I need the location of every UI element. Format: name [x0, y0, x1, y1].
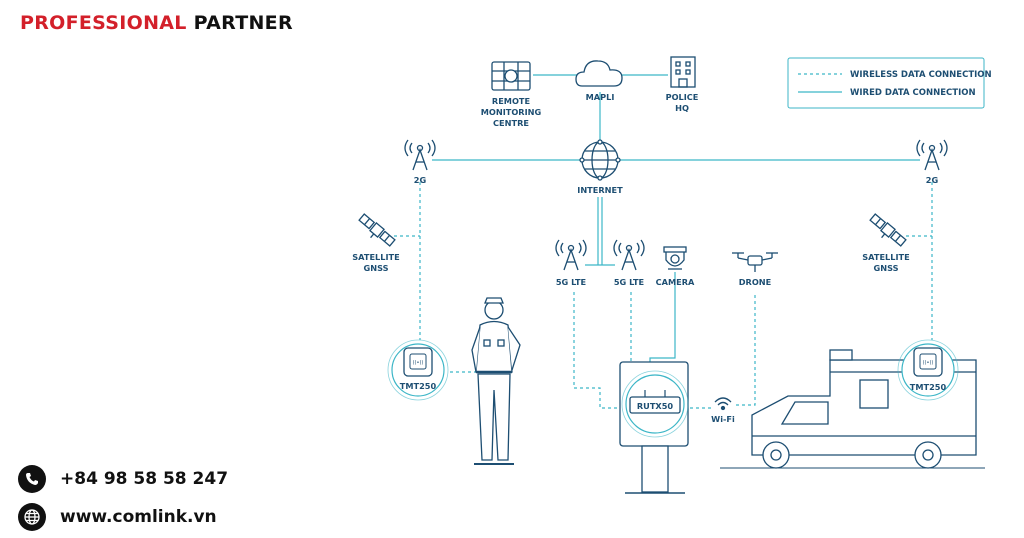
remote-monitoring-icon: [491, 61, 531, 91]
mapli-label: MAPLI: [586, 92, 615, 102]
tmt-right-label: TMT250: [910, 382, 947, 392]
contact-phone: +84 98 58 58 247: [18, 465, 228, 493]
cell-tower-icon: [404, 139, 436, 171]
tmt250-right: ((•)): [897, 339, 959, 401]
brand-word-partner: PARTNER: [193, 12, 293, 34]
building-icon: [670, 56, 696, 88]
globe-icon: [18, 503, 46, 531]
remote-label-1: REMOTE: [492, 96, 530, 106]
cell-tower-icon: [555, 239, 587, 271]
camera-label: CAMERA: [656, 277, 695, 287]
remote-label-3: CENTRE: [493, 118, 529, 128]
cloud-icon: [575, 60, 623, 87]
police-label-2: HQ: [675, 103, 689, 113]
internet-label: INTERNET: [577, 185, 623, 195]
brand-word-professional: PROFESSIONAL: [20, 12, 187, 34]
cell-tower-icon: [613, 239, 645, 271]
satellite-icon: [358, 213, 396, 247]
wireless-lte1: [573, 292, 628, 409]
sat-right-label-1: SATELLITE: [862, 252, 909, 262]
tower-left-label: 2G: [414, 175, 427, 185]
wireless-drone: [735, 295, 756, 406]
legend: WIRELESS DATA CONNECTION WIRED DATA CONN…: [787, 57, 992, 109]
svg-text:((•)): ((•)): [923, 360, 934, 366]
camera-icon: [663, 246, 687, 270]
wifi-label: Wi-Fi: [711, 414, 735, 424]
legend-wired-label: WIRED DATA CONNECTION: [850, 88, 976, 98]
globe-icon: [579, 139, 621, 181]
police-label-1: POLICE: [666, 92, 699, 102]
brand-title: PROFESSIONAL PARTNER: [20, 12, 293, 34]
sat-left-label-1: SATELLITE: [352, 252, 399, 262]
contact-website: www.comlink.vn: [18, 503, 217, 531]
phone-icon: [18, 465, 46, 493]
router-cabinet: [619, 361, 689, 494]
lte1-label: 5G LTE: [556, 277, 586, 287]
sat-left-label-2: GNSS: [364, 263, 389, 273]
drone-label: DRONE: [739, 277, 772, 287]
wifi-icon: [714, 397, 732, 411]
tower-right-label: 2G: [926, 175, 939, 185]
drone-icon: [732, 252, 778, 272]
wire-camera-router: [649, 272, 676, 372]
cell-tower-icon: [916, 139, 948, 171]
tmt-left-label: TMT250: [400, 381, 437, 391]
legend-wireless-label: WIRELESS DATA CONNECTION: [850, 70, 992, 80]
satellite-icon: [869, 213, 907, 247]
svg-text:((•)): ((•)): [413, 360, 424, 366]
lte2-label: 5G LTE: [614, 277, 644, 287]
website-link[interactable]: www.comlink.vn: [60, 507, 217, 527]
router-label: RUTX50: [637, 401, 674, 411]
remote-label-2: MONITORING: [481, 107, 542, 117]
police-officer: [471, 297, 521, 465]
phone-number: +84 98 58 58 247: [60, 469, 229, 489]
sat-right-label-2: GNSS: [874, 263, 899, 273]
tmt250-left: ((•)): [387, 339, 449, 401]
